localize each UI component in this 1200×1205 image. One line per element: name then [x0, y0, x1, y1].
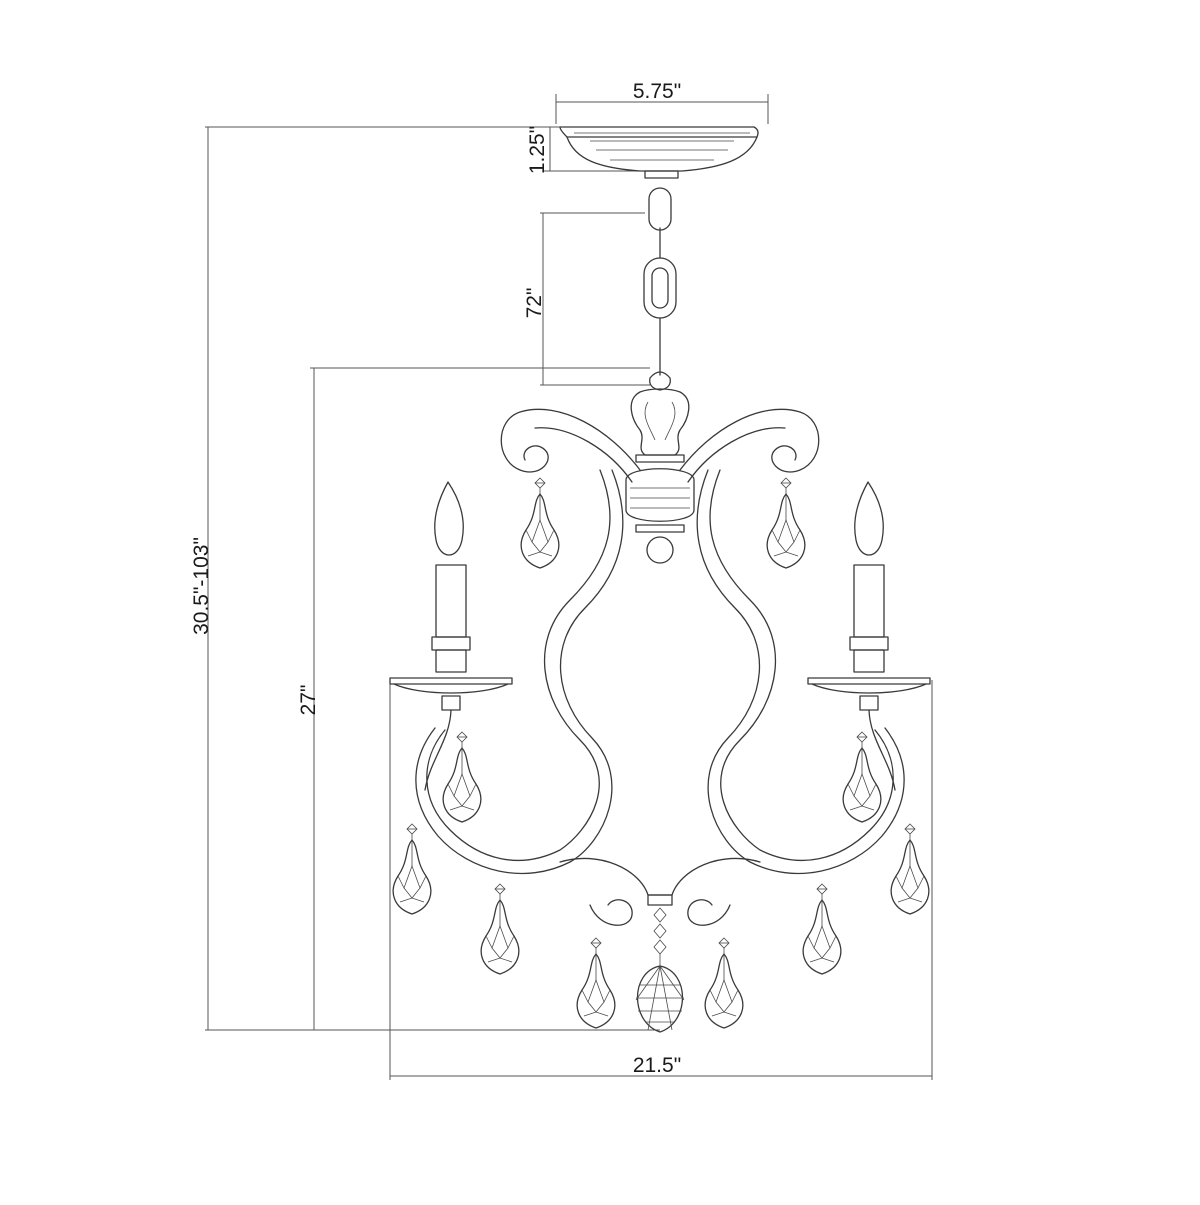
fixture-width-label: 21.5" [633, 1054, 681, 1077]
frame-arms [415, 408, 905, 926]
center-column [625, 388, 695, 564]
dimension-lines [205, 94, 933, 1080]
crystals [392, 477, 930, 1029]
canopy-height-label: 1.25" [526, 126, 549, 174]
candle-left [389, 481, 513, 791]
overall-height-label: 30.5"-103" [190, 537, 213, 635]
center-ball-crystal [635, 907, 685, 1033]
canopy-width-label: 5.75" [633, 80, 681, 103]
chain-length-label: 72" [523, 288, 546, 319]
candle-right [807, 481, 931, 791]
fixture-height-label: 27" [297, 685, 320, 716]
canopy [559, 126, 759, 179]
chain [643, 187, 677, 391]
